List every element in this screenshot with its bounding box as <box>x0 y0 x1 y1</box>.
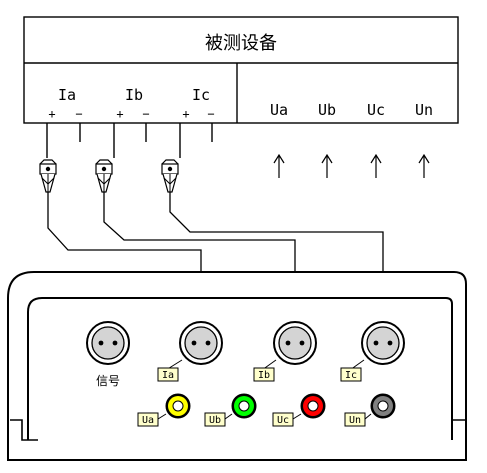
jack-ua[interactable] <box>165 393 191 419</box>
arrow-un-icon <box>418 153 430 178</box>
socket-tags: Ia Ib Ic <box>157 359 365 382</box>
terminal-label-ub: Ub <box>318 101 336 119</box>
terminal-ib-plus: + <box>116 107 123 121</box>
arrow-uc-icon <box>370 153 382 178</box>
voltage-terminals: Ua Ub Uc Un <box>270 101 433 178</box>
tag-ia <box>157 367 179 382</box>
jack-un[interactable] <box>370 393 396 419</box>
tag-ic-label: Ic <box>345 370 357 381</box>
arrow-ub-icon <box>321 153 333 178</box>
socket-ia[interactable] <box>179 321 223 365</box>
device-title: 被测设备 <box>205 33 277 54</box>
current-terminal-stubs <box>46 123 213 158</box>
instrument-inner-frame <box>27 297 453 440</box>
terminal-ic-plus: + <box>182 107 189 121</box>
socket-ib[interactable] <box>273 321 317 365</box>
jack-ub-label: Ub <box>209 415 221 426</box>
terminal-ia-plus: + <box>48 107 55 121</box>
clamp-ia-icon <box>39 159 57 193</box>
clamp-ib-icon <box>95 159 113 193</box>
signal-label: 信号 <box>96 374 120 388</box>
cable-ic <box>169 192 384 330</box>
terminal-ia-minus: − <box>75 107 82 121</box>
instrument-panel <box>7 271 467 461</box>
terminal-label-ic: Ic <box>192 86 210 104</box>
terminal-label-un: Un <box>415 101 433 119</box>
signal-socket[interactable] <box>86 321 130 365</box>
terminal-label-ua: Ua <box>270 101 288 119</box>
jack-ua-label: Ua <box>142 415 154 426</box>
jack-uc-label: Uc <box>277 415 289 426</box>
jack-ub[interactable] <box>231 393 257 419</box>
device-box <box>23 16 459 124</box>
tag-ib <box>253 367 275 382</box>
instrument-outer-frame <box>7 271 467 461</box>
tag-ic <box>340 367 362 382</box>
device-under-test: 被测设备 <box>23 16 459 124</box>
clamp-ic-icon <box>161 159 179 193</box>
voltage-jacks: Ua Ub Uc Un <box>137 393 396 427</box>
terminal-label-uc: Uc <box>367 101 385 119</box>
tag-ia-label: Ia <box>162 370 174 381</box>
terminal-ib-minus: − <box>142 107 149 121</box>
tag-ib-label: Ib <box>258 370 270 381</box>
current-clamps <box>39 159 179 193</box>
jack-un-label: Un <box>349 415 361 426</box>
socket-ic[interactable] <box>361 321 405 365</box>
current-terminal-labels: Ia Ib Ic + − + − + − <box>48 86 214 121</box>
arrow-ua-icon <box>273 153 285 178</box>
terminal-label-ia: Ia <box>58 86 76 104</box>
cable-ib <box>103 192 296 330</box>
terminal-ic-minus: − <box>207 107 214 121</box>
terminal-label-ib: Ib <box>125 86 143 104</box>
jack-uc[interactable] <box>300 393 326 419</box>
